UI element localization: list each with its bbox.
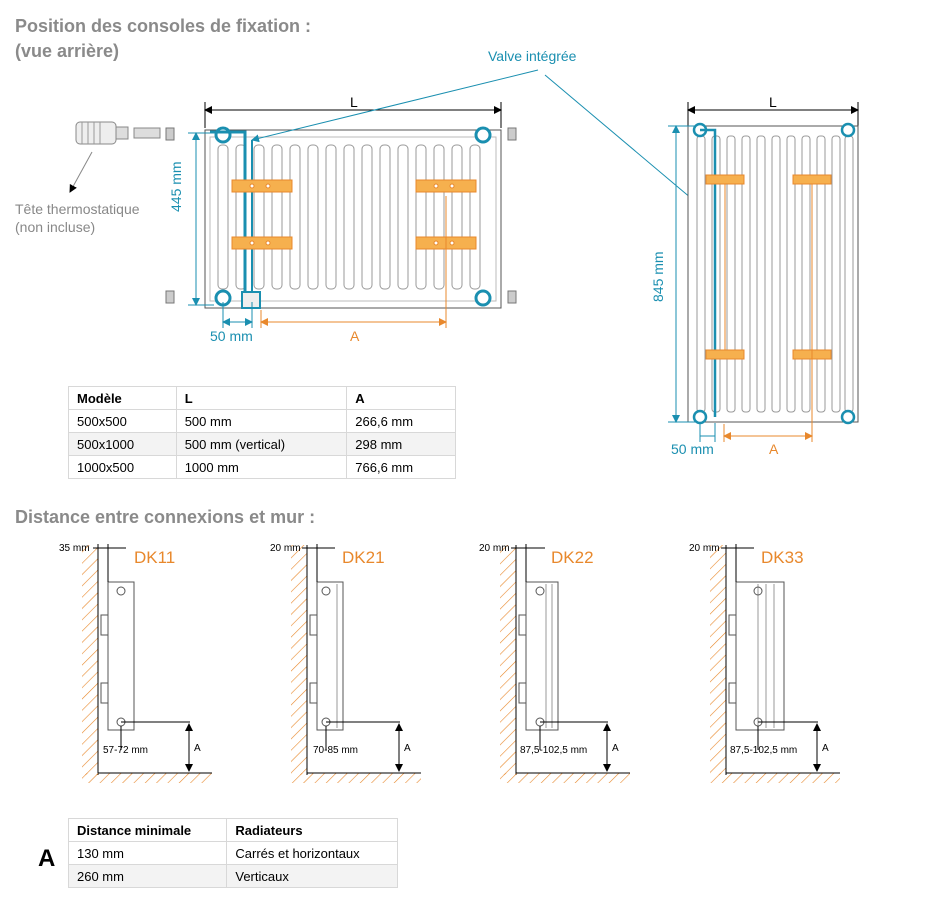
dim-A-horizontal: A — [350, 328, 360, 344]
dk11-gap: 35 mm — [59, 543, 90, 554]
dk22-a: A — [612, 743, 619, 754]
dim-50-horizontal: 50 mm — [210, 328, 253, 344]
table-header: A — [346, 386, 456, 410]
dk22-range: 87,5-102,5 mm — [520, 745, 588, 756]
model-table: Modèle L A 500x500 500 mm 266,6 mm 500x1… — [68, 386, 456, 479]
table-header: Radiateurs — [226, 818, 398, 842]
table-header-row: Distance minimale Radiateurs — [67, 818, 398, 842]
dim-A-vertical: A — [769, 441, 779, 457]
dk22-gap: 20 mm — [479, 543, 510, 554]
dim-L-horizontal: L — [350, 94, 358, 110]
dk11-label: DK11 — [134, 548, 176, 567]
dim-50-vertical: 50 mm — [671, 441, 714, 457]
dk21-gap: 20 mm — [270, 543, 301, 554]
table-header-row: Modèle L A — [68, 386, 456, 410]
wall-diagram-dk21 — [291, 544, 421, 783]
thermo-label-2: (non incluse) — [15, 219, 96, 235]
dk33-gap: 20 mm — [689, 543, 720, 554]
wall-diagram-dk11 — [82, 544, 212, 783]
table-row: 500x500 500 mm 266,6 mm — [68, 409, 456, 433]
table-cell: 266,6 mm — [346, 409, 456, 433]
table-cell: 500 mm — [175, 409, 348, 433]
dim-845: 845 mm — [650, 251, 666, 302]
dk33-a: A — [822, 743, 829, 754]
thermo-label-1: Tête thermostatique — [15, 201, 140, 217]
table-cell: 260 mm — [67, 864, 228, 888]
dk22-label: DK22 — [551, 548, 594, 567]
table-header: L — [175, 386, 348, 410]
thermostat-icon — [69, 121, 161, 193]
positions-title: Position des consoles de fixation : — [15, 16, 312, 36]
dk33-label: DK33 — [761, 548, 804, 567]
dk21-label: DK21 — [342, 548, 385, 567]
wall-diagram-dk22 — [500, 544, 630, 783]
table-row: 1000x500 1000 mm 766,6 mm — [68, 455, 456, 479]
table-cell: 500 mm (vertical) — [175, 432, 348, 456]
table-row: 260 mm Verticaux — [67, 864, 398, 888]
dk33-range: 87,5-102,5 mm — [730, 745, 798, 756]
table-cell: 298 mm — [346, 432, 456, 456]
dim-445: 445 mm — [168, 161, 184, 212]
dim-L-vertical: L — [769, 94, 777, 110]
dk21-range: 70-85 mm — [313, 745, 359, 756]
table-header: Distance minimale — [67, 818, 228, 842]
table-cell: 1000x500 — [68, 455, 177, 479]
positions-subtitle: (vue arrière) — [15, 41, 120, 61]
dk21-a: A — [404, 743, 411, 754]
distance-marker: A — [38, 845, 56, 872]
table-cell: Verticaux — [226, 864, 398, 888]
dk11-a: A — [194, 743, 201, 754]
horizontal-radiator-drawing — [165, 102, 517, 328]
table-header: Modèle — [68, 386, 177, 410]
table-cell: 130 mm — [67, 841, 228, 865]
dk11-range: 57-72 mm — [103, 745, 149, 756]
distance-title: Distance entre connexions et mur : — [15, 507, 316, 527]
table-cell: 766,6 mm — [346, 455, 456, 479]
table-cell: 500x1000 — [68, 432, 177, 456]
table-cell: 1000 mm — [175, 455, 348, 479]
wall-diagram-dk33 — [710, 544, 840, 783]
distance-table: Distance minimale Radiateurs 130 mm Carr… — [67, 818, 398, 888]
table-row: 130 mm Carrés et horizontaux — [67, 841, 398, 865]
valve-label: Valve intégrée — [488, 48, 577, 64]
table-cell: 500x500 — [68, 409, 177, 433]
vertical-radiator-drawing — [668, 102, 859, 442]
table-cell: Carrés et horizontaux — [226, 841, 398, 865]
table-row: 500x1000 500 mm (vertical) 298 mm — [68, 432, 456, 456]
